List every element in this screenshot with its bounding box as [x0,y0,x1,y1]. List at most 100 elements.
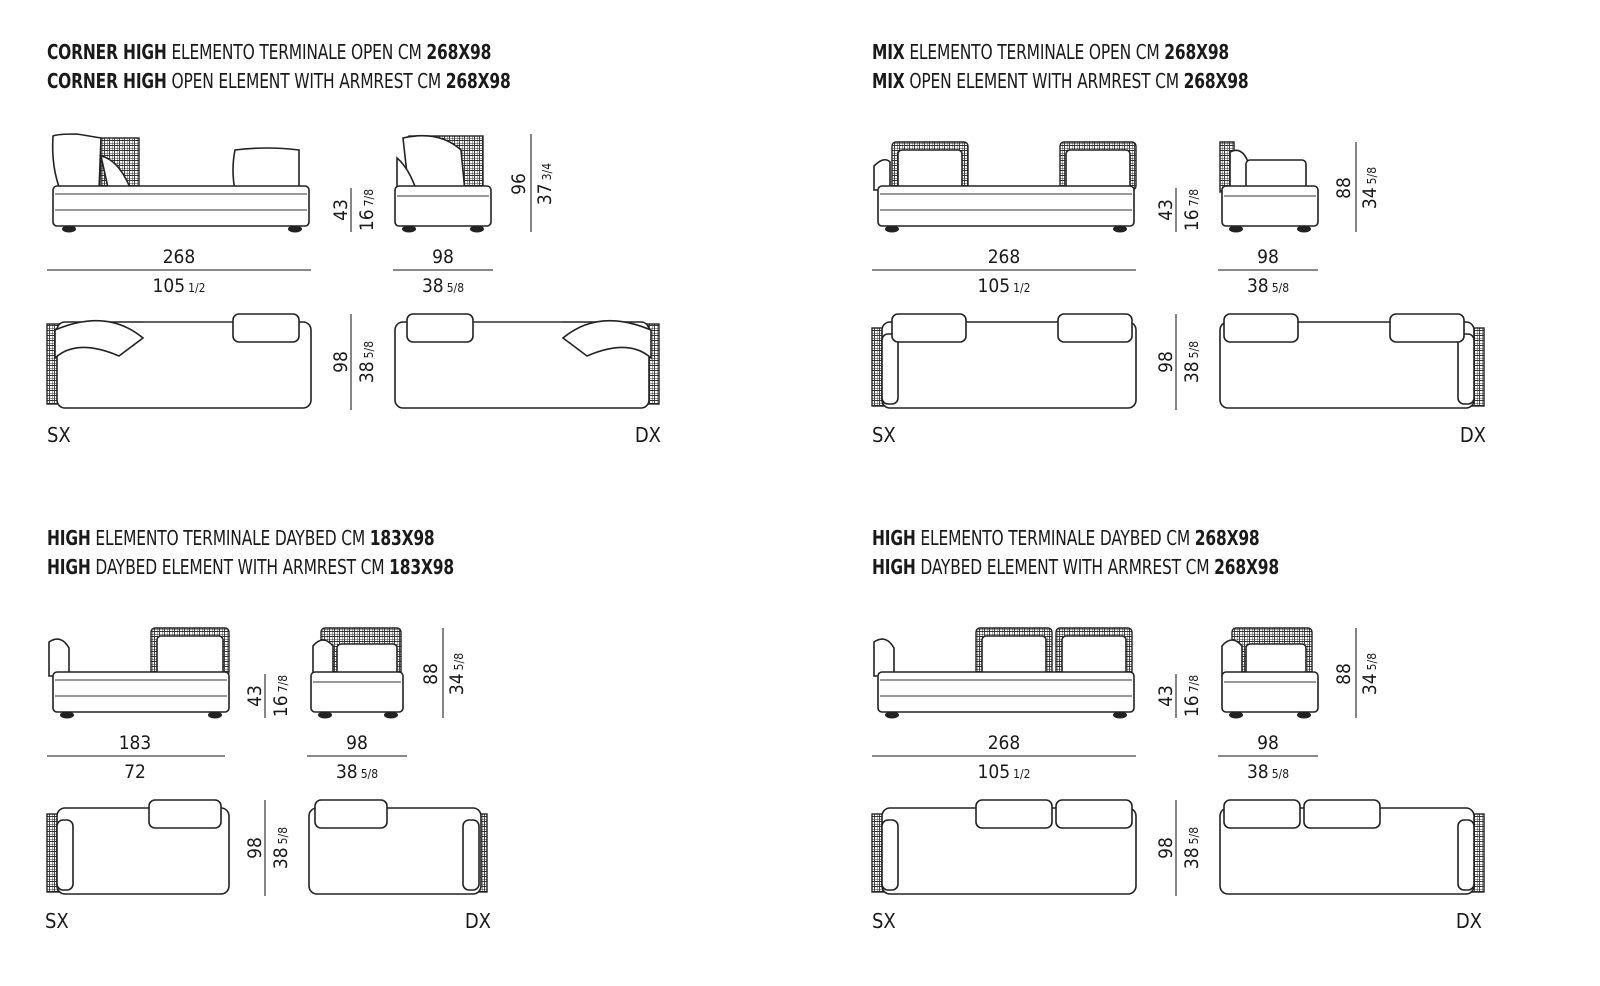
foot [402,225,416,233]
large-elevation [873,627,1135,719]
seat-height-cm: 43 [1155,199,1177,221]
cushion [54,319,145,360]
title-english: HIGH DAYBED ELEMENT WITH ARMREST CM 183X… [47,555,454,579]
plan-depth-dim: 98 385/8 [1155,314,1203,410]
cushion [981,635,1047,677]
plan-depth-dim: 98 385/8 [1155,800,1203,896]
plan-dx [394,313,660,409]
plan-depth-cm: 98 [1155,837,1177,859]
armrest [881,819,899,891]
armrest [1221,639,1243,677]
seat-base [52,185,310,227]
overall-height-inch: 345/8 [1359,653,1381,695]
small-elevation [1219,141,1319,233]
foot [1297,711,1311,719]
label-dx: DX [1456,909,1482,933]
cushion [897,149,963,191]
small-elevation [310,627,404,719]
foot [1229,711,1243,719]
seat-base [394,185,492,227]
plan-depth-inch: 385/8 [356,341,378,383]
cushion [1303,799,1381,829]
cushion [402,134,466,193]
plan-depth-cm: 98 [330,351,352,373]
plan-dx [1219,313,1485,409]
seat-height-inch: 167/8 [1181,189,1203,231]
cushion [1055,799,1133,829]
overall-height-dim: 96 373/4 [508,134,556,232]
seat-base [310,671,404,713]
label-dx: DX [465,909,491,933]
small-width-cm: 98 [1257,246,1279,268]
plan-dx [1219,799,1485,895]
cushion [314,799,388,829]
panel-high-268: HIGH ELEMENTO TERMINALE DAYBED CM 268X98… [871,524,1512,944]
foot [62,225,76,233]
plan-depth-dim: 98 385/8 [244,800,292,896]
cushion [1065,149,1131,191]
small-elevation [394,134,492,233]
small-width-cm: 98 [432,246,454,268]
seat-height-inch: 167/8 [270,675,292,717]
foot [885,225,899,233]
plan-sx [871,799,1137,895]
overall-height-cm: 88 [1333,663,1355,685]
seat-base [877,185,1135,227]
title-english: CORNER HIGH OPEN ELEMENT WITH ARMREST CM… [47,69,511,93]
panel-title: HIGH ELEMENTO TERMINALE DAYBED CM 183X98… [47,524,454,582]
armrest [56,819,74,891]
panel-mix: MIX ELEMENTO TERMINALE OPEN CM 268X98 MI… [871,38,1512,458]
cushion [1057,313,1133,343]
cushion [561,319,652,360]
armrest [1457,819,1475,891]
cushion [975,799,1053,829]
seat-height-inch: 167/8 [1181,675,1203,717]
panel-high-183: HIGH ELEMENTO TERMINALE DAYBED CM 183X98… [45,524,687,944]
label-sx: SX [872,909,896,933]
foot [60,711,74,719]
overall-height-inch: 345/8 [446,653,468,695]
armrest [881,333,899,405]
seat-base [1221,185,1319,227]
seat-height-cm: 43 [1155,685,1177,707]
panel-title: MIX ELEMENTO TERMINALE OPEN CM 268X98 MI… [872,38,1249,96]
large-width-cm: 268 [163,246,196,268]
foot [384,711,398,719]
seat-height-dim: 43 167/8 [1155,674,1203,718]
seat-base [1221,671,1319,713]
seat-base [877,671,1135,713]
foot [1297,225,1311,233]
seat-height-inch: 167/8 [356,189,378,231]
seat-plan [308,807,482,895]
overall-height-cm: 96 [508,173,530,195]
cushion [148,799,222,829]
overall-height-cm: 88 [420,663,442,685]
label-dx: DX [1460,423,1486,447]
label-sx: SX [47,423,71,447]
cushion [232,147,300,191]
plan-depth-inch: 385/8 [1181,827,1203,869]
overall-height-dim: 88 345/8 [1333,142,1381,232]
plan-depth-inch: 385/8 [270,827,292,869]
foot [318,711,332,719]
foot [470,225,484,233]
cushion [232,313,300,343]
label-dx: DX [635,423,661,447]
plan-depth-cm: 98 [1155,351,1177,373]
armrest [48,638,70,677]
foot [1229,225,1243,233]
title-italian: MIX ELEMENTO TERMINALE OPEN CM 268X98 [872,40,1230,64]
